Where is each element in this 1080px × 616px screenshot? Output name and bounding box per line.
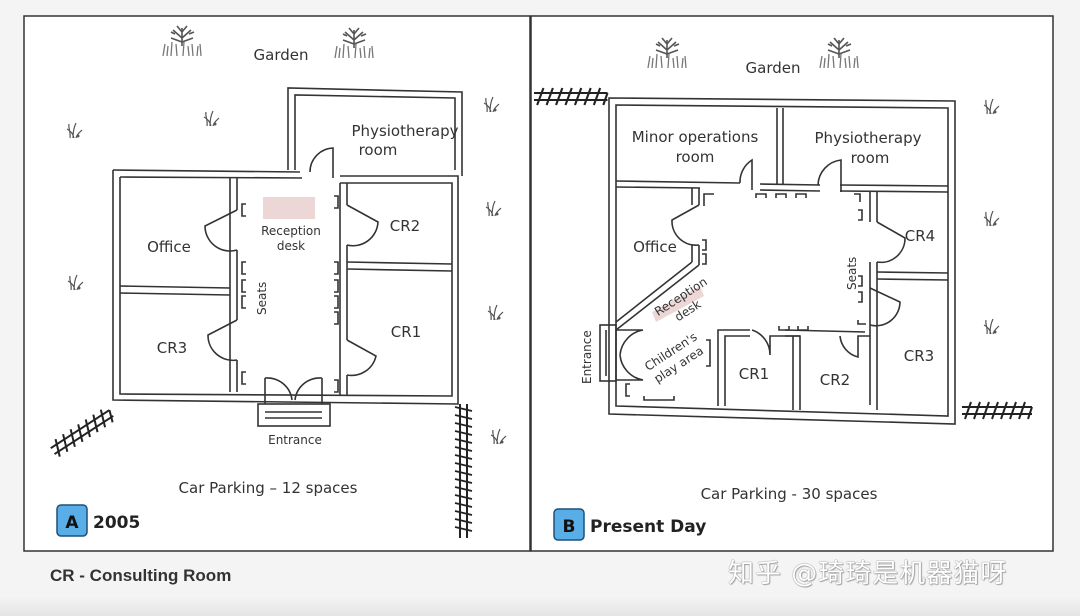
panel-a-frame xyxy=(23,15,531,552)
entrance-label: Entrance xyxy=(580,330,594,384)
watermark: 知乎 @琦琦是机器猫呀 xyxy=(728,559,1008,589)
legend-caption: CR - Consulting Room xyxy=(50,566,232,585)
cr3-label: CR3 xyxy=(904,347,934,365)
reception-desk-a xyxy=(263,197,315,219)
office-label: Office xyxy=(633,238,677,256)
cr1-label: CR1 xyxy=(739,365,769,383)
reception-label: Reception xyxy=(261,224,321,238)
bottom-fade xyxy=(0,596,1080,616)
panel-a: Garden xyxy=(23,15,531,552)
fence-icon xyxy=(454,404,473,538)
garden-label: Garden xyxy=(746,59,801,77)
panel-b-frame xyxy=(530,15,1054,552)
cr4-label: CR4 xyxy=(905,227,935,245)
parking-label: Car Parking – 12 spaces xyxy=(179,479,358,497)
badge-a xyxy=(56,504,88,537)
physio-room-label-2: room xyxy=(851,149,890,167)
building-b-walls xyxy=(599,97,956,425)
panel-a-title: 2005 xyxy=(93,513,140,533)
badge-b-letter: B xyxy=(563,517,576,537)
garden-label: Garden xyxy=(254,46,309,64)
seats-group xyxy=(241,195,339,393)
seats-label: Seats xyxy=(255,282,269,315)
panel-b-title: Present Day xyxy=(590,517,706,537)
badge-b xyxy=(553,508,585,541)
seats-group xyxy=(625,193,866,401)
cr3-label: CR3 xyxy=(157,339,187,357)
physio-room-label: Physiotherapy xyxy=(352,122,459,140)
physio-room-label: Physiotherapy xyxy=(815,129,922,147)
panel-b: Garden xyxy=(530,15,1054,552)
physio-room-label-2: room xyxy=(359,141,398,159)
cr1-label: CR1 xyxy=(391,323,421,341)
cr2-label: CR2 xyxy=(820,371,850,389)
entrance-label: Entrance xyxy=(268,433,322,447)
reception-label-2: desk xyxy=(277,239,305,253)
minor-operations-label-2: room xyxy=(676,148,715,166)
building-a-walls xyxy=(112,87,463,427)
reception-desk-b xyxy=(652,286,704,322)
seats-label: Seats xyxy=(845,257,859,290)
minor-operations-label: Minor operations xyxy=(632,128,759,146)
cr2-label: CR2 xyxy=(390,217,420,235)
office-label: Office xyxy=(147,238,191,256)
badge-a-letter: A xyxy=(65,513,79,533)
parking-label: Car Parking - 30 spaces xyxy=(701,485,878,503)
